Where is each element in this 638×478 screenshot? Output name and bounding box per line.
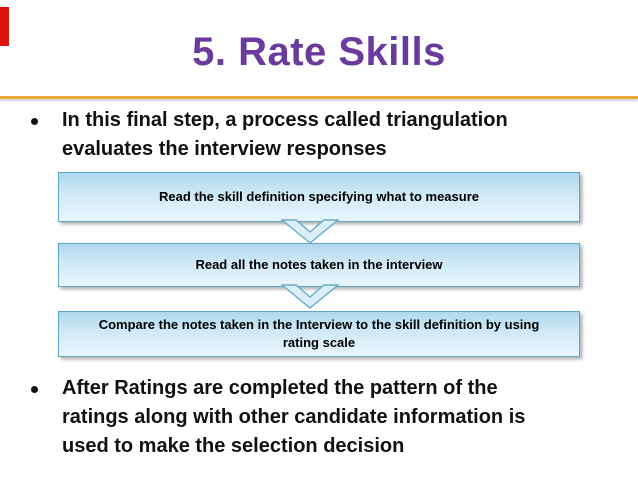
- step-label-line: rating scale: [282, 335, 356, 350]
- step-label-line: Compare the notes taken in the Interview…: [98, 317, 540, 332]
- bullet-dot-icon: [31, 118, 38, 125]
- bullet-line: used to make the selection decision: [62, 435, 405, 457]
- process-step-box: Read all the notes taken in the intervie…: [58, 243, 580, 287]
- process-flow-diagram: Read the skill definition specifying wha…: [58, 172, 580, 358]
- step-label-line: Read the skill definition specifying wha…: [158, 189, 479, 204]
- bullet-item: In this final step, a process called tri…: [0, 106, 508, 164]
- red-accent-bar: [0, 7, 9, 46]
- down-arrow-icon: [281, 219, 339, 244]
- process-step-box: Read the skill definition specifying wha…: [58, 172, 580, 222]
- step-label-line: Read all the notes taken in the intervie…: [195, 257, 443, 272]
- title-divider-line: [0, 96, 638, 99]
- bullet-dot-icon: [31, 386, 38, 393]
- bullet-line: In this final step, a process called tri…: [62, 109, 508, 131]
- page-title: 5. Rate Skills: [192, 30, 446, 74]
- bullet-line: ratings along with other candidate infor…: [62, 406, 526, 428]
- down-arrow-icon: [281, 284, 339, 309]
- bullet-line: After Ratings are completed the pattern …: [62, 377, 498, 399]
- process-step-box: Compare the notes taken in the Interview…: [58, 311, 580, 357]
- bullet-line: evaluates the interview responses: [62, 138, 387, 160]
- bullet-item: After Ratings are completed the pattern …: [0, 374, 525, 461]
